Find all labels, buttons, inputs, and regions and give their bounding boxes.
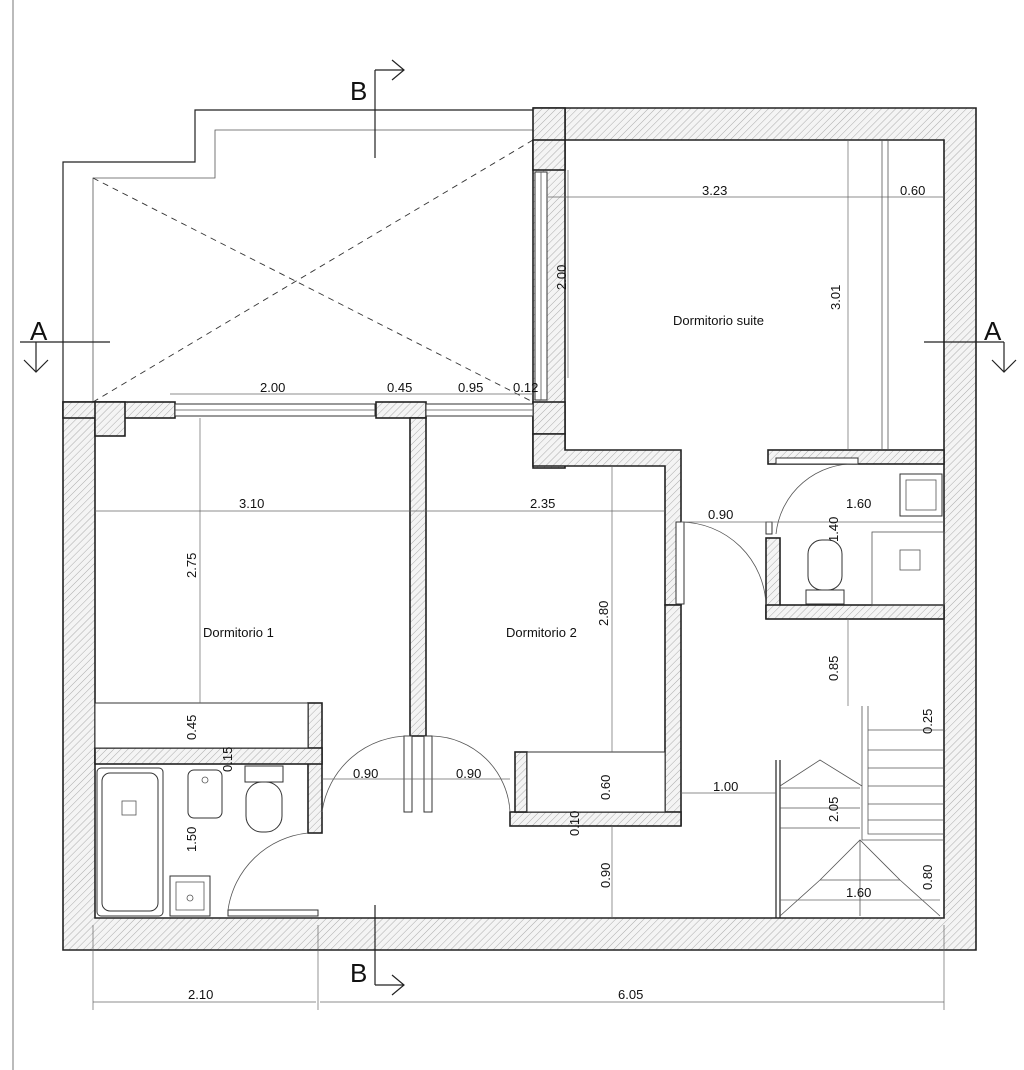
- dim-1-60-stair: 1.60: [846, 885, 871, 900]
- dim-2-05: 2.05: [826, 797, 841, 822]
- dim-6-05: 6.05: [618, 987, 643, 1002]
- dim-0-90-suite-door: 0.90: [708, 507, 733, 522]
- dim-0-80: 0.80: [920, 865, 935, 890]
- dim-0-60: 0.60: [900, 183, 925, 198]
- dimension-lines: [92, 140, 945, 1010]
- dim-0-15: 0.15: [220, 747, 235, 772]
- room-label-dormitorio-1: Dormitorio 1: [203, 625, 274, 640]
- section-label-b-bottom: B: [350, 958, 367, 988]
- doors: [227, 457, 859, 917]
- windows: [174, 171, 685, 605]
- staircase: [775, 706, 944, 918]
- dim-0-90-hall: 0.90: [598, 863, 613, 888]
- room-label-dormitorio-2: Dormitorio 2: [506, 625, 577, 640]
- dim-3-01: 3.01: [828, 285, 843, 310]
- dim-1-00: 1.00: [713, 779, 738, 794]
- dim-2-00-vertical: 2.00: [554, 265, 569, 290]
- dim-3-10: 3.10: [239, 496, 264, 511]
- dim-0-45: 0.45: [387, 380, 412, 395]
- void-area: [62, 109, 535, 403]
- exterior-walls: [62, 107, 977, 951]
- dim-1-40: 1.40: [826, 517, 841, 542]
- dim-0-95: 0.95: [458, 380, 483, 395]
- dim-2-80: 2.80: [596, 601, 611, 626]
- dim-0-10: 0.10: [567, 811, 582, 836]
- interior-walls: [94, 401, 945, 834]
- bathroom-fixtures: [96, 473, 945, 917]
- dim-0-12: 0.12: [513, 380, 538, 395]
- dim-1-50: 1.50: [184, 827, 199, 852]
- dim-2-00: 2.00: [260, 380, 285, 395]
- dim-2-35: 2.35: [530, 496, 555, 511]
- dim-0-25: 0.25: [920, 709, 935, 734]
- dim-0-90-door-1: 0.90: [353, 766, 378, 781]
- dim-0-45-wardrobe: 0.45: [184, 715, 199, 740]
- dim-0-85: 0.85: [826, 656, 841, 681]
- dim-0-90-door-2: 0.90: [456, 766, 481, 781]
- dim-0-60-wardrobe: 0.60: [598, 775, 613, 800]
- dim-2-10: 2.10: [188, 987, 213, 1002]
- section-markers: [20, 59, 1017, 996]
- dim-1-60-bath: 1.60: [846, 496, 871, 511]
- section-label-a-left: A: [30, 316, 48, 346]
- dim-2-75: 2.75: [184, 553, 199, 578]
- room-label-suite: Dormitorio suite: [673, 313, 764, 328]
- section-label-b-top: B: [350, 76, 367, 106]
- wardrobes: [94, 140, 889, 813]
- section-label-a-right: A: [984, 316, 1002, 346]
- dim-3-23: 3.23: [702, 183, 727, 198]
